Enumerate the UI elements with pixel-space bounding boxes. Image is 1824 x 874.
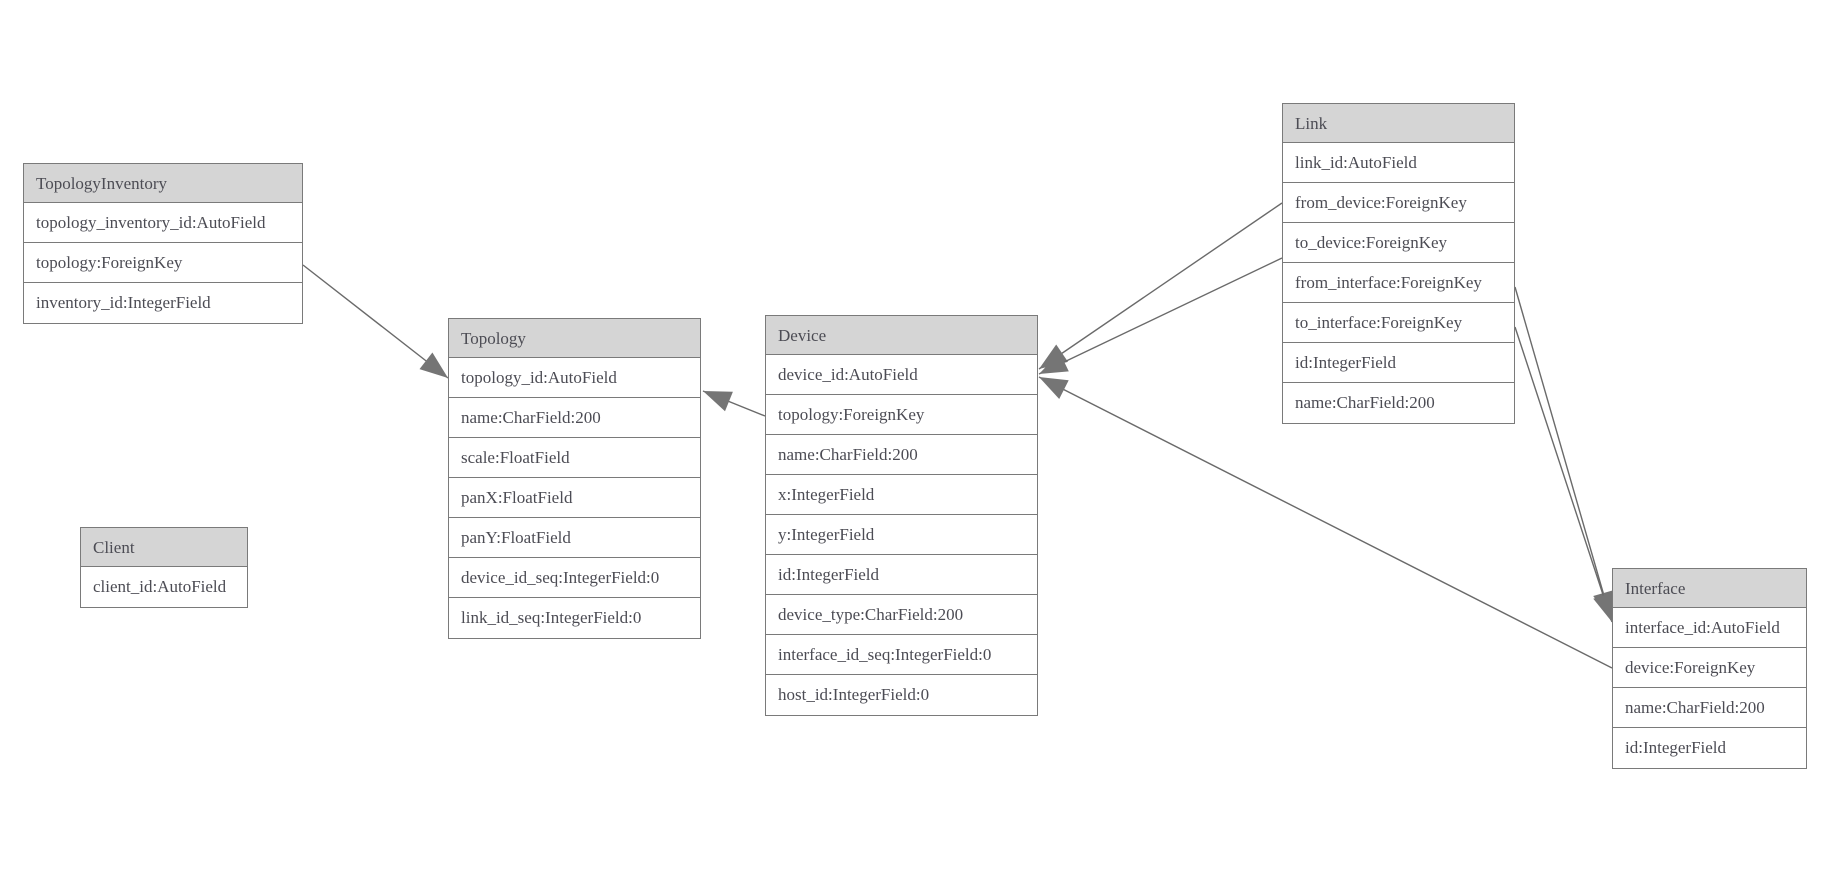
entity-device-field-5: id:IntegerField	[766, 555, 1037, 595]
entity-interface-title: Interface	[1613, 569, 1806, 608]
entity-device-field-1: topology:ForeignKey	[766, 395, 1037, 435]
entity-topologyinventory: TopologyInventory topology_inventory_id:…	[23, 163, 303, 324]
entity-topology-field-6: link_id_seq:IntegerField:0	[449, 598, 700, 638]
entity-device-field-3: x:IntegerField	[766, 475, 1037, 515]
entity-topology-field-0: topology_id:AutoField	[449, 358, 700, 398]
entity-topologyinventory-title: TopologyInventory	[24, 164, 302, 203]
entity-device-title: Device	[766, 316, 1037, 355]
entity-topology-title: Topology	[449, 319, 700, 358]
entity-topologyinventory-field-2: inventory_id:IntegerField	[24, 283, 302, 323]
entity-topologyinventory-field-1: topology:ForeignKey	[24, 243, 302, 283]
edge-device-topology-arrowhead-icon	[703, 391, 733, 412]
entity-topology-field-2: scale:FloatField	[449, 438, 700, 478]
entity-device-field-0: device_id:AutoField	[766, 355, 1037, 395]
entity-link-title: Link	[1283, 104, 1514, 143]
edge-link-to-device-device-arrowhead-icon	[1039, 352, 1069, 374]
entity-link-field-0: link_id:AutoField	[1283, 143, 1514, 183]
entity-client: Client client_id:AutoField	[80, 527, 248, 608]
edge-link-from-interface-interface-line	[1514, 286, 1612, 621]
edge-topologyinventory-topology-line	[302, 264, 449, 379]
edge-topologyinventory-topology-arrowhead-icon	[419, 352, 448, 378]
entity-link-field-5: id:IntegerField	[1283, 343, 1514, 383]
edge-link-to-interface-interface-line	[1514, 326, 1613, 623]
edge-link-to-interface-interface-arrowhead-icon	[1593, 592, 1614, 622]
entity-interface-field-2: name:CharField:200	[1613, 688, 1806, 728]
entity-device-field-4: y:IntegerField	[766, 515, 1037, 555]
entity-interface-field-0: interface_id:AutoField	[1613, 608, 1806, 648]
entity-link-field-2: to_device:ForeignKey	[1283, 223, 1514, 263]
entity-link-field-6: name:CharField:200	[1283, 383, 1514, 423]
entity-device-field-6: device_type:CharField:200	[766, 595, 1037, 635]
entity-client-title: Client	[81, 528, 247, 567]
entity-topology-field-5: device_id_seq:IntegerField:0	[449, 558, 700, 598]
entity-topology-field-1: name:CharField:200	[449, 398, 700, 438]
entity-topology-field-4: panY:FloatField	[449, 518, 700, 558]
edge-link-from-device-device-line	[1038, 202, 1283, 370]
entity-link-field-3: from_interface:ForeignKey	[1283, 263, 1514, 303]
entity-topology-field-3: panX:FloatField	[449, 478, 700, 518]
entity-interface-field-1: device:ForeignKey	[1613, 648, 1806, 688]
edge-interface-device-line	[1038, 376, 1613, 669]
entity-device-field-7: interface_id_seq:IntegerField:0	[766, 635, 1037, 675]
edge-interface-device-arrowhead-icon	[1039, 377, 1069, 399]
entity-device-field-8: host_id:IntegerField:0	[766, 675, 1037, 715]
entity-topologyinventory-field-0: topology_inventory_id:AutoField	[24, 203, 302, 243]
entity-link-field-1: from_device:ForeignKey	[1283, 183, 1514, 223]
entity-link-field-4: to_interface:ForeignKey	[1283, 303, 1514, 343]
entity-client-field-0: client_id:AutoField	[81, 567, 247, 607]
entity-device-field-2: name:CharField:200	[766, 435, 1037, 475]
edge-link-to-device-device-line	[1038, 257, 1283, 375]
entity-interface-field-3: id:IntegerField	[1613, 728, 1806, 768]
